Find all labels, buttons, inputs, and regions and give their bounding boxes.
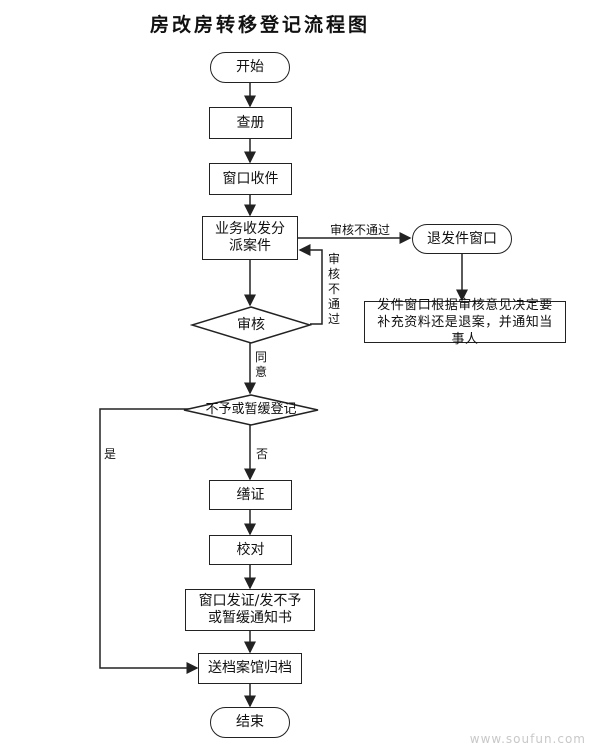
proofread-step: 校对 xyxy=(209,535,292,565)
yes-label: 是 xyxy=(104,447,117,461)
page-title: 房改房转移登记流程图 xyxy=(150,14,371,36)
watermark: www.soufun.com xyxy=(469,732,586,746)
decision-note-box: 发件窗口根据审核意见决定要补充资料还是退案，并通知当事人 xyxy=(364,298,566,347)
certify-step: 缮证 xyxy=(209,480,292,510)
agree-label: 同意 xyxy=(254,350,267,379)
window-receive-step: 窗口收件 xyxy=(209,163,292,195)
start-node: 开始 xyxy=(210,52,290,83)
refuse-defer-decision-label: 不予或暂缓登记 xyxy=(205,402,297,417)
end-node: 结束 xyxy=(210,707,290,738)
no-label: 否 xyxy=(256,447,269,461)
dispatch-step: 业务收发分派案件 xyxy=(202,216,298,260)
return-window-node: 退发件窗口 xyxy=(412,224,512,254)
not-passed-label-loop: 审核不通过 xyxy=(327,252,340,326)
review-decision-node xyxy=(190,306,312,344)
issue-certificate-step: 窗口发证/发不予或暂缓通知书 xyxy=(185,589,315,631)
not-passed-label-right: 审核不通过 xyxy=(330,223,391,237)
archive-step: 送档案馆归档 xyxy=(198,653,302,684)
refuse-defer-decision-node xyxy=(183,394,319,426)
review-decision-label: 审核 xyxy=(237,317,265,333)
check-register-step: 查册 xyxy=(209,107,292,139)
